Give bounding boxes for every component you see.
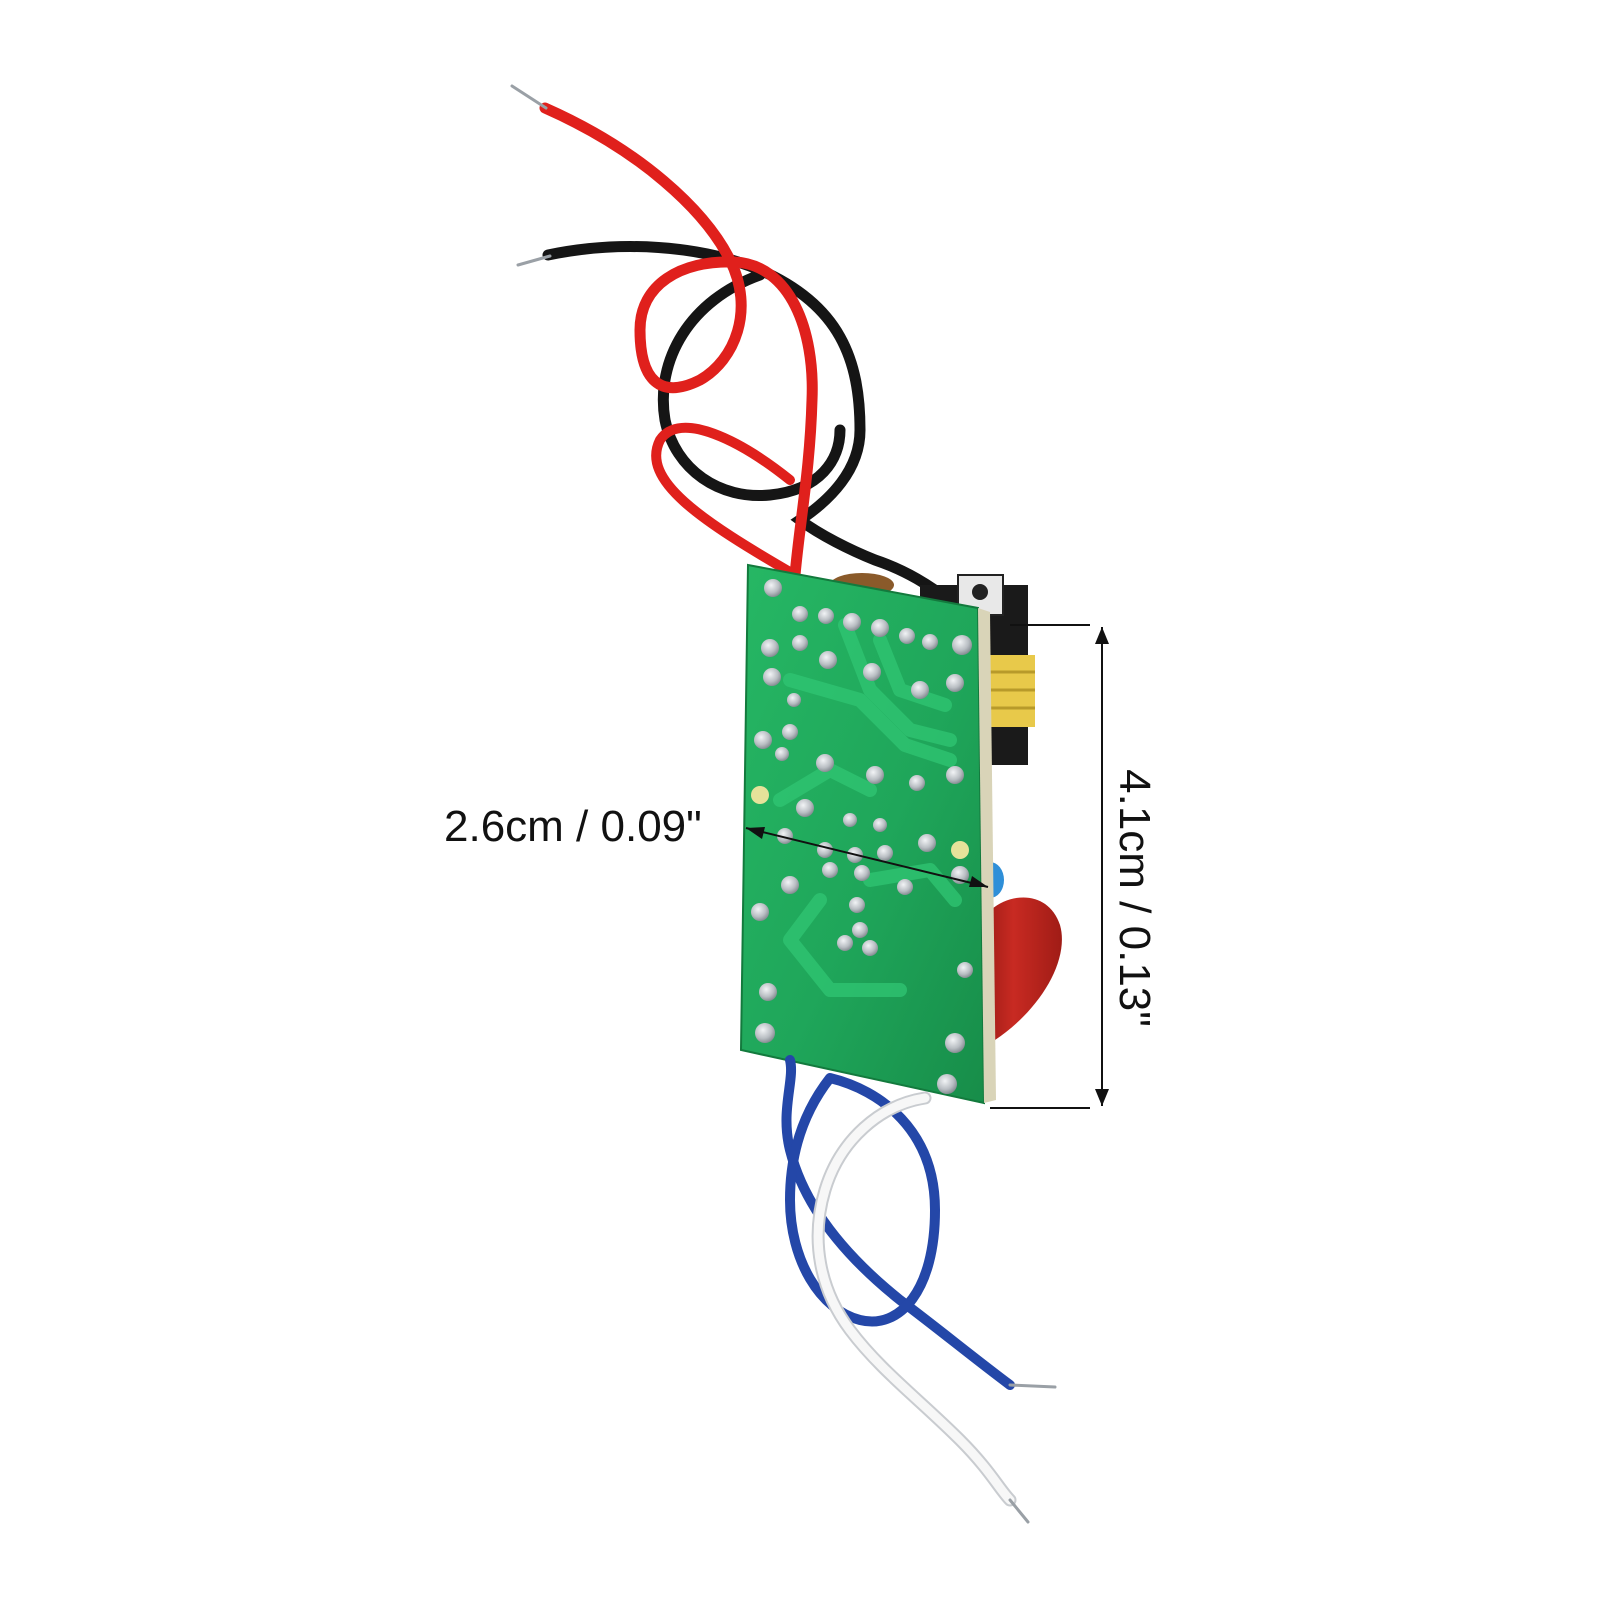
width-dimension [745,827,989,888]
width-dimension-label: 2.6cm / 0.09" [444,802,702,851]
black-wire-icon [516,241,961,611]
blue-wire-icon [781,1055,1057,1390]
circuit-board-icon [739,563,996,1105]
white-wire-icon [811,1091,1030,1524]
height-dimension [990,624,1109,1109]
height-dimension-label: 4.1cm / 0.13" [1110,769,1159,1027]
red-wire-icon [510,84,818,581]
